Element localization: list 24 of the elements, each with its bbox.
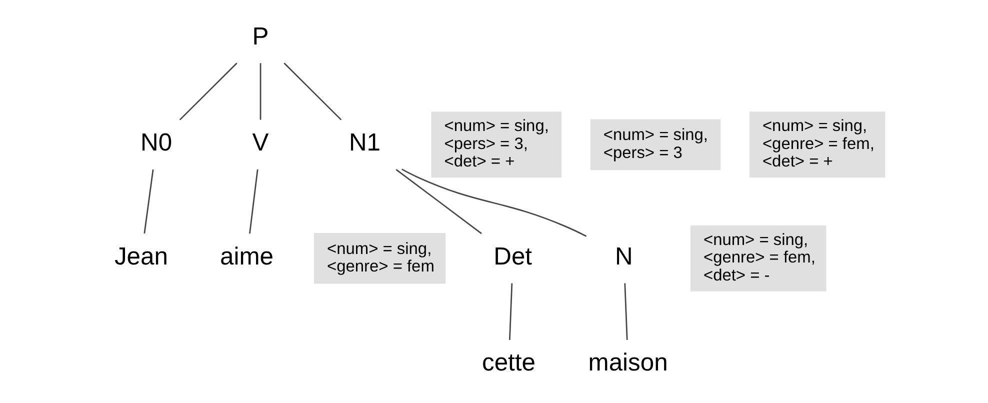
connector [401, 168, 587, 237]
connector [179, 62, 238, 120]
connector [284, 62, 342, 120]
node-text: V [252, 130, 269, 157]
connector [509, 283, 513, 340]
connector [624, 283, 628, 340]
node-box: <num> = sing, <pers> = 3 [590, 119, 721, 170]
node-text: N1 [348, 130, 381, 157]
node-box: <num> = sing, <genre> = fem [314, 233, 446, 284]
node-box: <num> = sing, <pers> = 3, <det> = + [431, 112, 562, 178]
node-text: Jean [114, 243, 168, 270]
node-text: maison [588, 350, 668, 377]
connector [144, 169, 154, 234]
node-text: aime [220, 243, 274, 270]
node-text: cette [482, 350, 536, 377]
node-box: <num> = sing, <genre> = fem, <det> = - [690, 226, 826, 292]
node-text: P [252, 23, 269, 50]
node-box: <num> = sing, <genre> = fem, <det> = + [749, 112, 886, 178]
node-text: N0 [140, 130, 172, 157]
connector [249, 169, 258, 234]
node-text: Det [494, 243, 532, 270]
connector [260, 63, 262, 120]
connector [396, 168, 482, 234]
node-text: N [615, 243, 633, 270]
